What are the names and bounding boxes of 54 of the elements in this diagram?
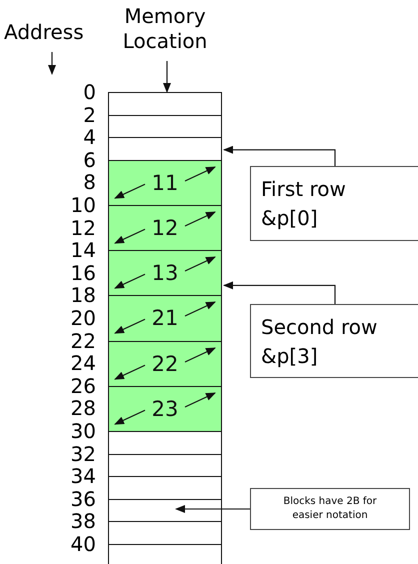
memory-cell bbox=[108, 250, 222, 296]
address-number: 20 bbox=[70, 308, 96, 328]
address-number: 30 bbox=[70, 421, 96, 441]
empty-memory-cell bbox=[108, 114, 222, 138]
cell-value: 23 bbox=[152, 396, 178, 421]
address-number: 22 bbox=[70, 330, 96, 351]
callout-text: &p[0] bbox=[261, 205, 319, 232]
empty-memory-cell bbox=[108, 92, 222, 116]
leader-line bbox=[223, 146, 336, 166]
cell-value: 21 bbox=[152, 306, 178, 330]
empty-memory-cell bbox=[108, 454, 222, 478]
address-number: 40 bbox=[70, 534, 96, 554]
memory-cell bbox=[108, 386, 222, 432]
address-number: 26 bbox=[70, 376, 96, 396]
leader-line bbox=[223, 281, 336, 304]
address-number: 12 bbox=[70, 218, 96, 238]
address-number: 36 bbox=[70, 488, 96, 509]
callout-text: &p[3] bbox=[261, 343, 319, 370]
callout-text: First row bbox=[261, 176, 347, 203]
address-number: 0 bbox=[82, 82, 96, 102]
empty-memory-cell bbox=[108, 521, 222, 545]
address-number: 6 bbox=[82, 150, 96, 170]
cell-value: 11 bbox=[152, 170, 178, 195]
empty-memory-cell bbox=[108, 544, 222, 564]
cell-value: 12 bbox=[152, 216, 178, 240]
address-number: 34 bbox=[70, 466, 96, 486]
memory-cell bbox=[108, 340, 222, 387]
address-number: 28 bbox=[70, 398, 96, 418]
callout-box bbox=[250, 304, 418, 378]
empty-memory-cell bbox=[108, 137, 222, 161]
address-number: 32 bbox=[70, 444, 96, 464]
address-number: 18 bbox=[70, 285, 96, 306]
memory-cell bbox=[108, 160, 222, 206]
note-box: Blocks have 2B for easier notation bbox=[250, 488, 410, 530]
address-number: 24 bbox=[70, 353, 96, 374]
cell-value: 13 bbox=[152, 261, 178, 286]
address-number: 2 bbox=[82, 104, 96, 125]
address-number: 14 bbox=[70, 240, 96, 260]
leader-line bbox=[175, 505, 250, 513]
address-number: 8 bbox=[82, 172, 96, 192]
address-number: 16 bbox=[70, 262, 96, 283]
address-number: 38 bbox=[70, 511, 96, 532]
callout-text: Second row bbox=[261, 314, 378, 341]
cell-value: 22 bbox=[152, 352, 178, 376]
arrow bbox=[163, 61, 171, 93]
empty-memory-cell bbox=[108, 476, 222, 500]
column-heading: Address bbox=[4, 20, 84, 44]
callout-box bbox=[250, 166, 418, 241]
memory-cell bbox=[108, 295, 222, 342]
address-number: 4 bbox=[82, 127, 96, 148]
column-heading: Memory Location bbox=[112, 4, 218, 60]
empty-memory-cell bbox=[108, 431, 222, 455]
memory-cell bbox=[108, 205, 222, 252]
address-number: 10 bbox=[70, 195, 96, 215]
